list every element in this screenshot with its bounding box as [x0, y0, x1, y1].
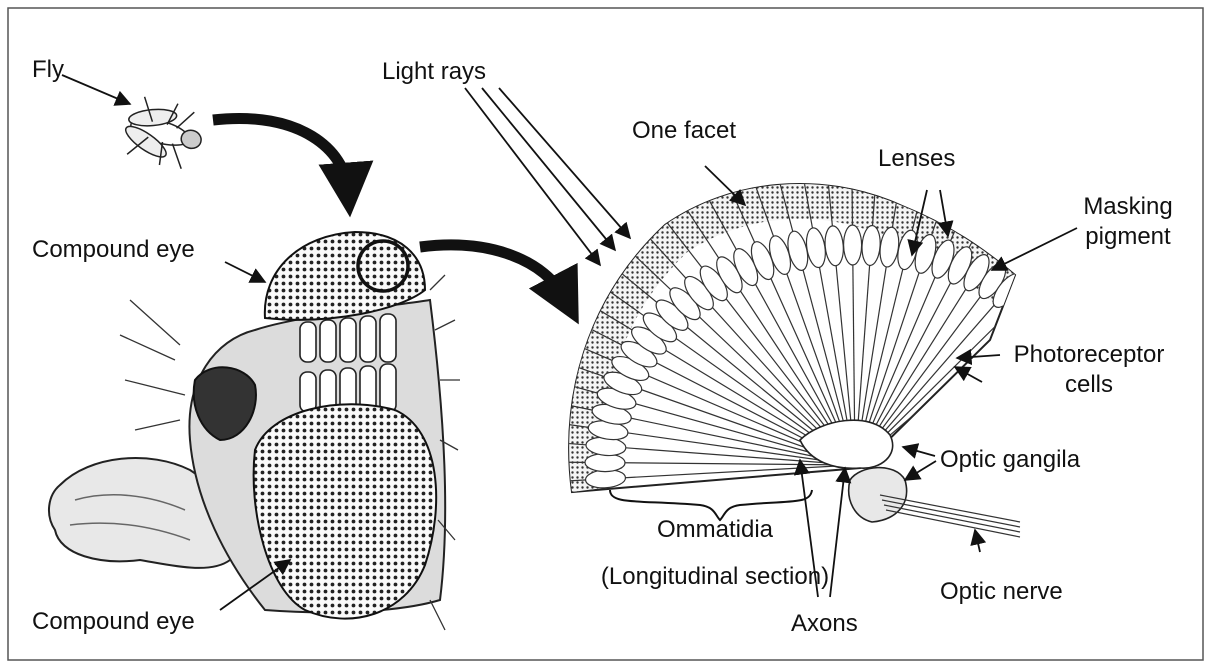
- label-masking: Masking: [1068, 193, 1188, 221]
- label-ommatidia: Ommatidia: [590, 516, 840, 544]
- label-compound-eye-bottom: Compound eye: [32, 608, 195, 636]
- label-longitudinal-section: (Longitudinal section): [545, 563, 885, 591]
- label-pigment: pigment: [1068, 223, 1188, 251]
- label-one-facet: One facet: [632, 117, 736, 145]
- label-axons: Axons: [791, 610, 858, 638]
- label-optic-ganglia: Optic gangila: [940, 446, 1080, 474]
- lower-compound-eye: [254, 404, 437, 618]
- label-lenses: Lenses: [878, 145, 955, 173]
- label-photoreceptor: Photoreceptor: [996, 341, 1182, 369]
- label-fly: Fly: [32, 56, 64, 84]
- label-light-rays: Light rays: [382, 58, 486, 86]
- label-optic-nerve: Optic nerve: [940, 578, 1063, 606]
- label-compound-eye-top: Compound eye: [32, 236, 195, 264]
- label-cells: cells: [996, 371, 1182, 399]
